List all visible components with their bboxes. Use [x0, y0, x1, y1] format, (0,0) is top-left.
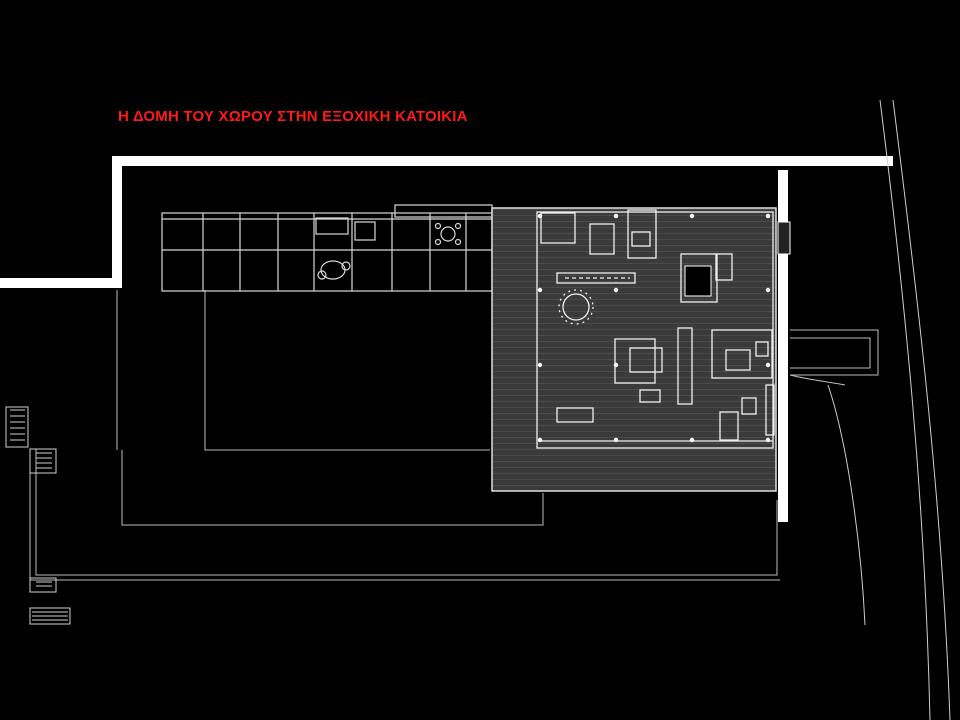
slide-title: Η ΔΟΜΗ ΤΟΥ ΧΩΡΟΥ ΣΤΗΝ ΕΞΟΧΙΚΗ ΚΑΤΟΙΚΙΑ	[118, 108, 468, 125]
structural-columns	[537, 213, 771, 443]
wing-grid	[161, 204, 493, 292]
left-stairs	[5, 406, 71, 625]
house-interior	[536, 209, 775, 449]
road-lines	[827, 99, 951, 720]
stair-core	[684, 265, 712, 297]
gate-block	[777, 221, 791, 255]
site-outlines	[29, 290, 879, 581]
